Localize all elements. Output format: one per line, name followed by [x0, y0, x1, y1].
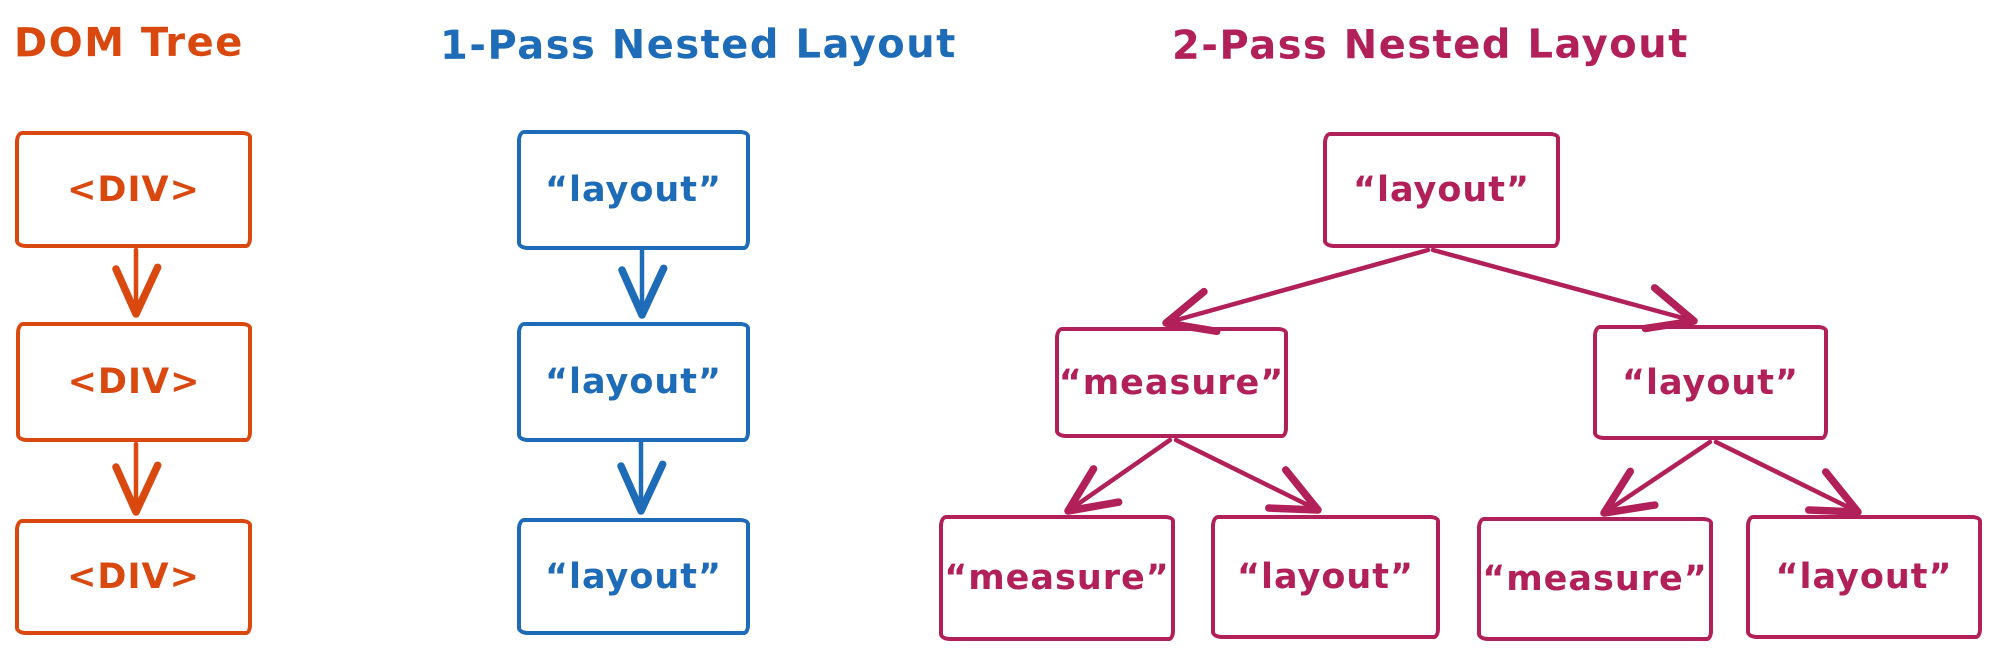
dom-node-2: <DIV>: [16, 322, 252, 442]
twopass-leaf-layout-2: “layout”: [1746, 515, 1982, 639]
one-pass-title: 1-Pass Nested Layout: [439, 21, 957, 69]
arrow-layout-to-layout: [1713, 439, 1862, 516]
arrow-root-to-measure: [1162, 247, 1431, 336]
twopass-layout-branch: “layout”: [1593, 325, 1828, 440]
arrow-root-to-layout: [1430, 247, 1698, 333]
twopass-leaf-layout-1: “layout”: [1211, 515, 1440, 639]
twopass-root: “layout”: [1323, 132, 1560, 248]
arrow-layout-to-measure: [1600, 439, 1713, 517]
dom-node-3: <DIV>: [15, 519, 252, 635]
onepass-node-3: “layout”: [517, 518, 750, 635]
dom-tree-title: DOM Tree: [13, 19, 244, 67]
onepass-node-1: “layout”: [517, 130, 750, 250]
onepass-node-2: “layout”: [517, 322, 750, 442]
arrow-measure-to-layout: [1173, 437, 1322, 514]
two-pass-title: 2-Pass Nested Layout: [1171, 21, 1689, 69]
twopass-leaf-measure-1: “measure”: [939, 515, 1175, 641]
twopass-measure-branch: “measure”: [1055, 327, 1288, 438]
dom-node-1: <DIV>: [15, 131, 252, 248]
arrow-measure-to-measure: [1064, 437, 1173, 515]
twopass-leaf-measure-2: “measure”: [1477, 517, 1713, 641]
